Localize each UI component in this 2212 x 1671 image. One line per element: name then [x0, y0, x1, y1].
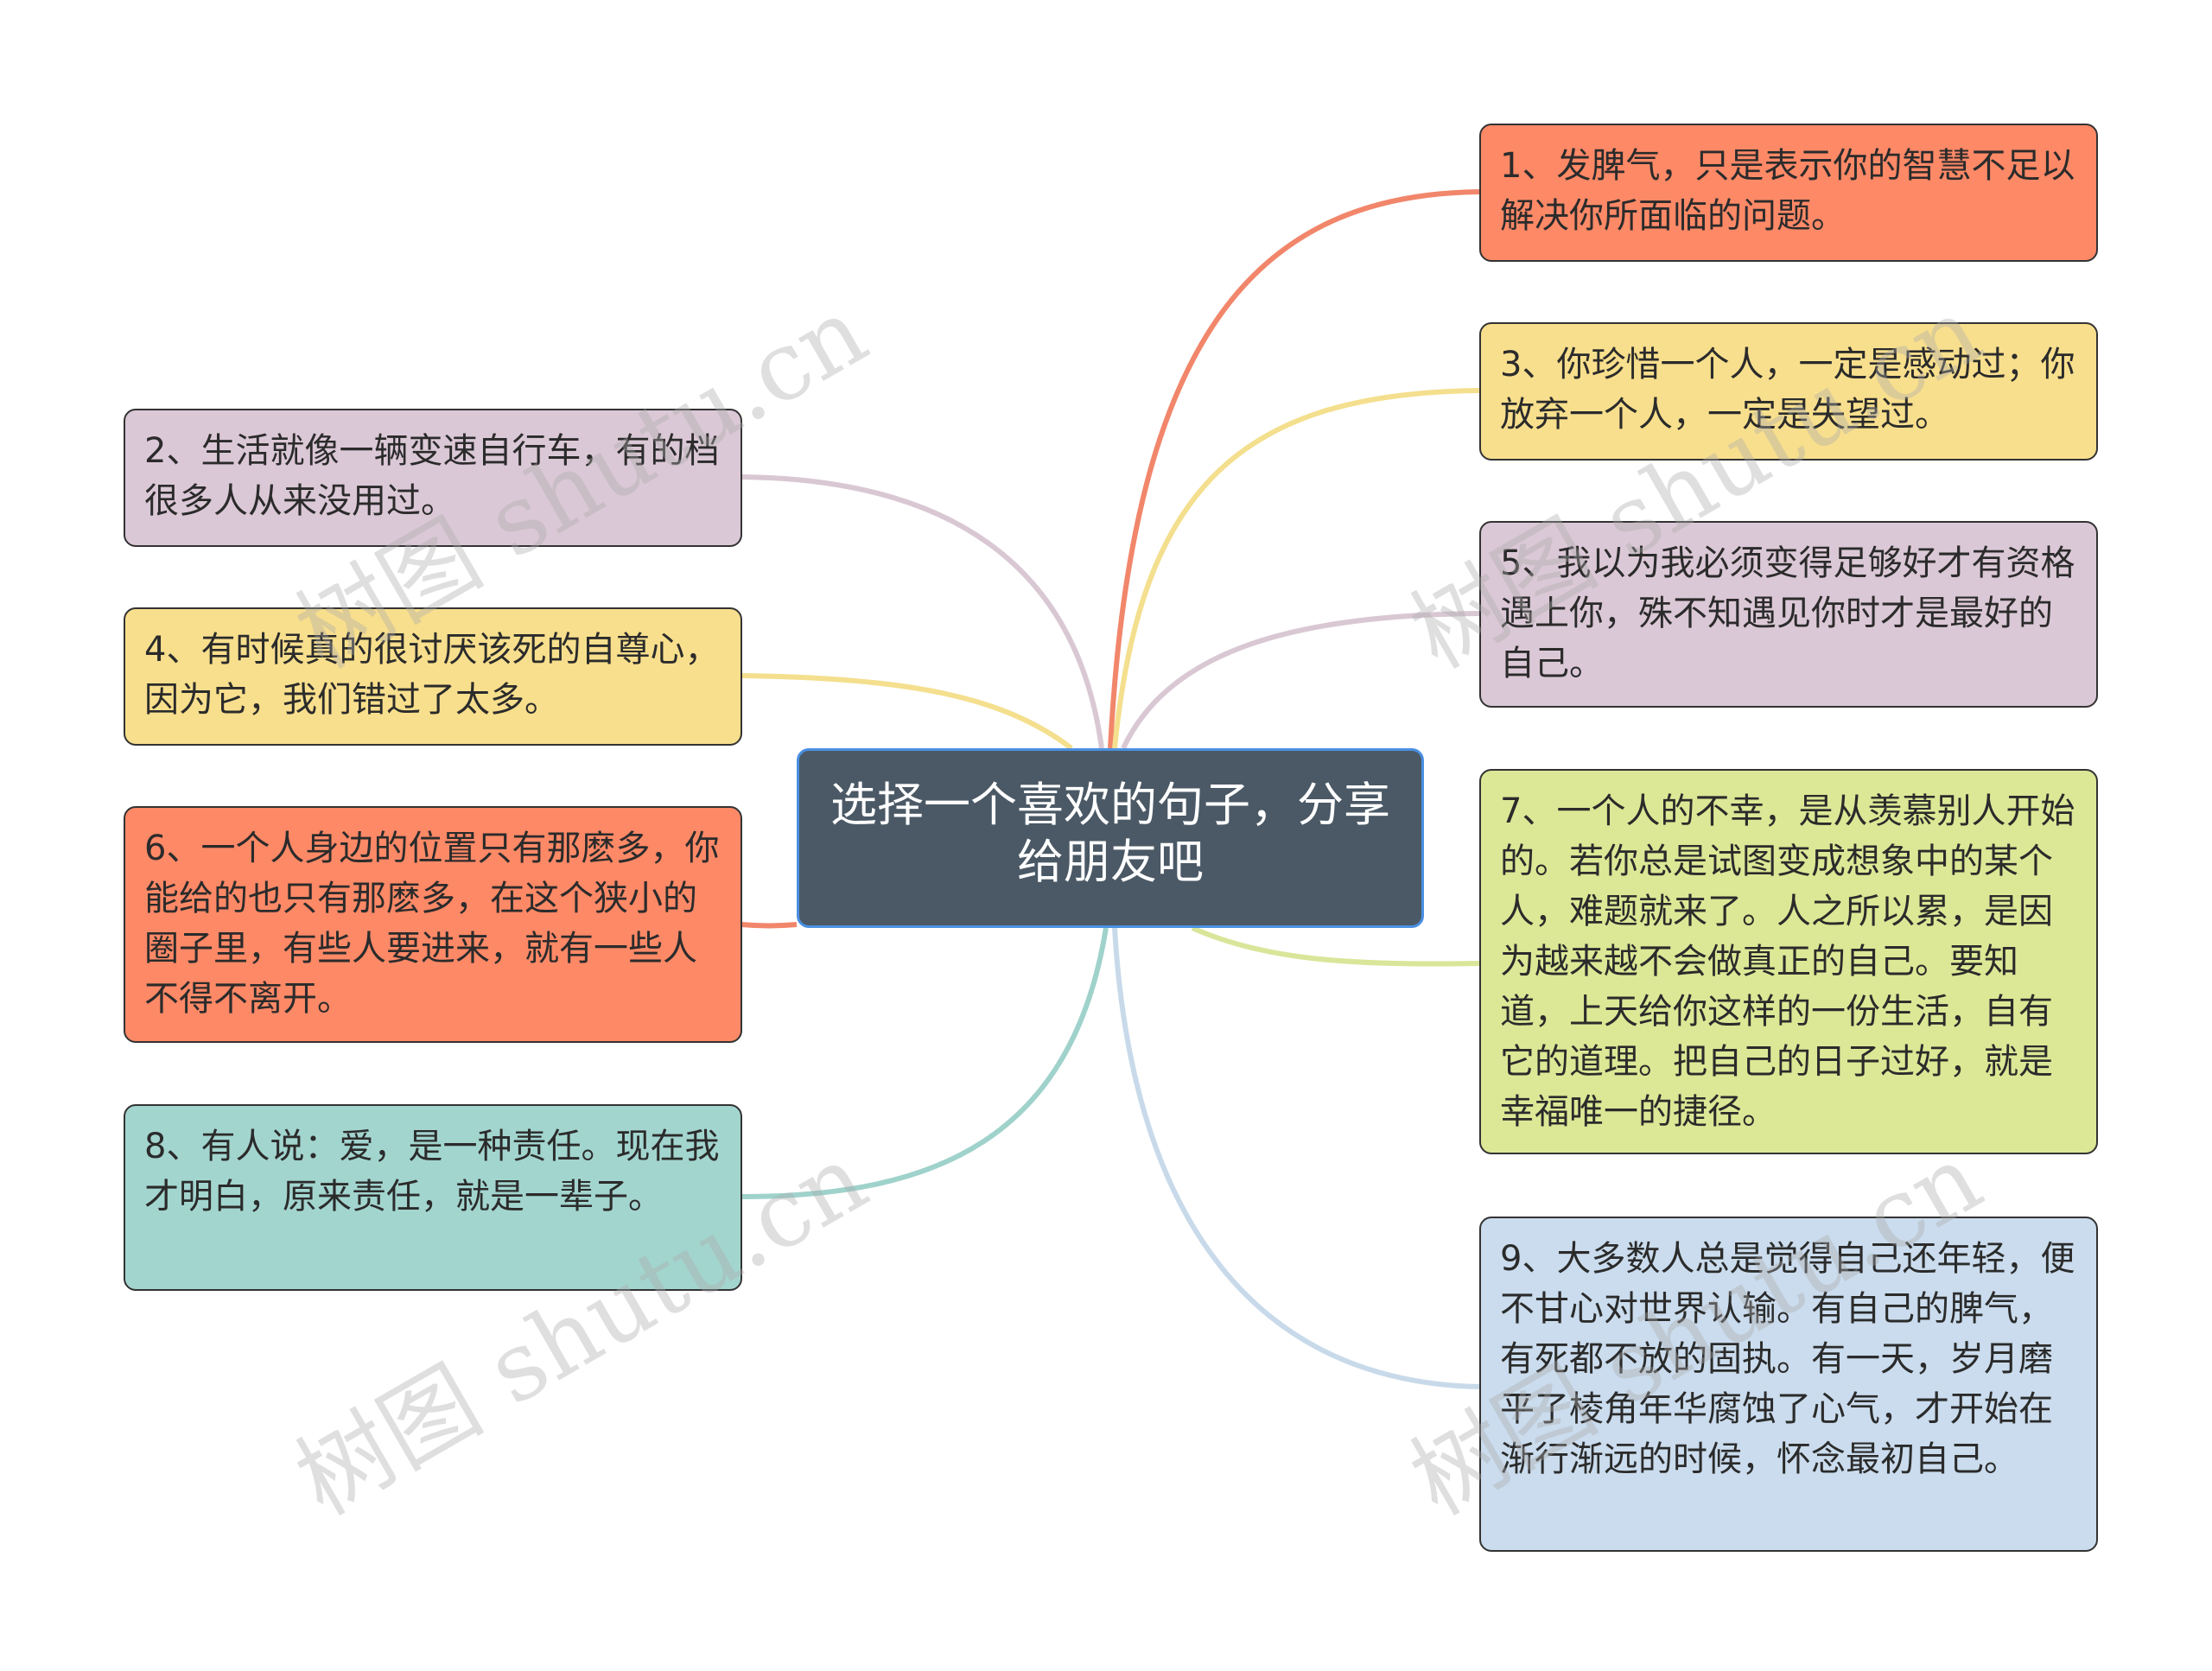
connector-n8 — [741, 927, 1109, 1199]
connector-n7 — [1191, 925, 1480, 967]
topic-node-1[interactable]: 1、发脾气，只是表示你的智慧不足以解决你所面临的问题。 — [1479, 124, 2098, 262]
topic-node-4[interactable]: 4、有时候真的很讨厌该死的自尊心，因为它，我们错过了太多。 — [124, 607, 742, 746]
root-topic[interactable]: 选择一个喜欢的句子，分享给朋友吧 — [797, 748, 1424, 928]
connector-n6 — [741, 922, 798, 929]
topic-node-2[interactable]: 2、生活就像一辆变速自行车，有的档很多人从来没用过。 — [124, 409, 742, 547]
topic-node-5[interactable]: 5、我以为我必须变得足够好才有资格遇上你，殊不知遇见你时才是最好的自己。 — [1479, 521, 2098, 708]
connector-n3 — [1112, 388, 1480, 749]
connector-n4 — [741, 673, 1073, 751]
connector-n5 — [1121, 611, 1480, 750]
topic-node-7[interactable]: 7、一个人的不幸，是从羡慕别人开始的。若你总是试图变成想象中的某个人，难题就来了… — [1479, 769, 2098, 1154]
topic-node-6[interactable]: 6、一个人身边的位置只有那麽多，你能给的也只有那麽多，在这个狭小的圈子里，有些人… — [124, 806, 742, 1043]
connector-n9 — [1112, 927, 1480, 1389]
connector-n1 — [1108, 189, 1480, 749]
connector-n2 — [741, 474, 1104, 749]
topic-node-8[interactable]: 8、有人说：爱，是一种责任。现在我才明白，原来责任，就是一辈子。 — [124, 1104, 742, 1291]
topic-node-9[interactable]: 9、大多数人总是觉得自己还年轻，便不甘心对世界认输。有自己的脾气，有死都不放的固… — [1479, 1217, 2098, 1552]
topic-node-3[interactable]: 3、你珍惜一个人，一定是感动过；你放弃一个人，一定是失望过。 — [1479, 322, 2098, 461]
